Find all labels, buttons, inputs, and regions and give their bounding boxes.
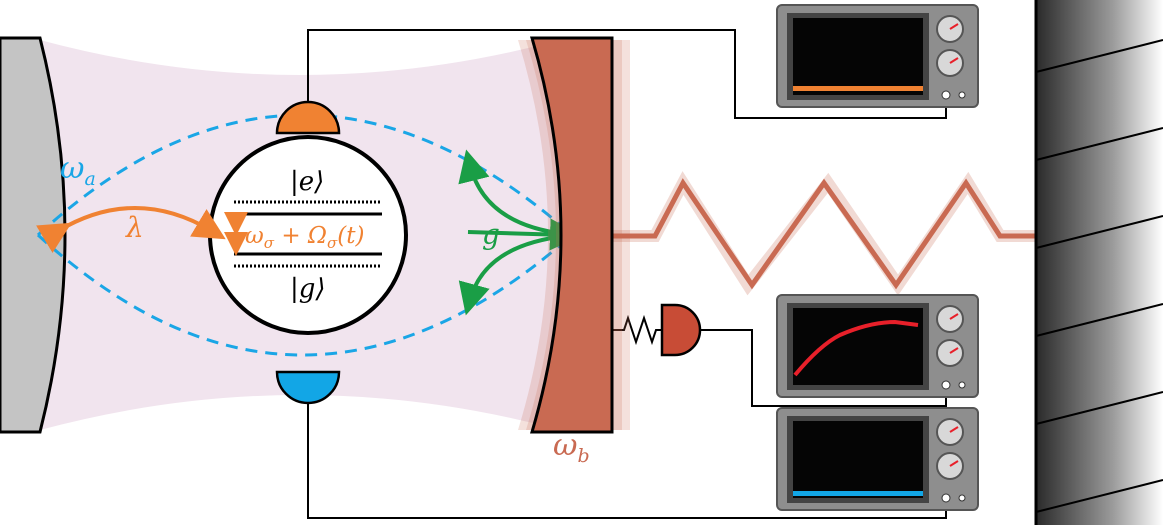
label-qubit-frequency: ωσ + Ωσ(t): [245, 223, 364, 252]
spring: [612, 178, 1036, 290]
label-omega-a: ωa: [60, 151, 96, 190]
label-lambda: λ: [125, 211, 144, 244]
g-coupling-arrow-main: [467, 218, 582, 251]
cavity-mode-lower: [36, 233, 573, 357]
oscilloscope-middle: [776, 294, 979, 398]
top-detector: [275, 100, 341, 135]
wall: [1036, 0, 1163, 525]
bottom-detector: [275, 370, 341, 405]
wall-hatching: [1035, 39, 1163, 513]
label-ket-e: |e⟩: [290, 167, 324, 197]
wire-top: [307, 29, 947, 119]
resistor: [612, 314, 663, 346]
label-g: g: [482, 218, 500, 251]
right-mirror: [529, 36, 614, 434]
mech-detector: [660, 303, 702, 357]
oscilloscope-top: [776, 4, 979, 108]
scope-trace-bottom: [793, 491, 923, 496]
wire-bottom: [307, 390, 947, 519]
scope-trace-top: [793, 86, 923, 91]
g-coupling-arrow-down: [458, 234, 567, 316]
wire-mech: [690, 329, 947, 407]
label-omega-b: ωb: [553, 428, 590, 467]
oscilloscope-bottom: [776, 407, 979, 511]
g-coupling-arrow-up: [458, 149, 567, 236]
scope-input-port: [941, 90, 951, 100]
label-ket-g: |g⟩: [290, 274, 326, 304]
scope-trace-middle: [793, 319, 919, 377]
cavity-mode-upper: [36, 113, 573, 237]
lambda-coupling-arrow: [36, 206, 226, 253]
